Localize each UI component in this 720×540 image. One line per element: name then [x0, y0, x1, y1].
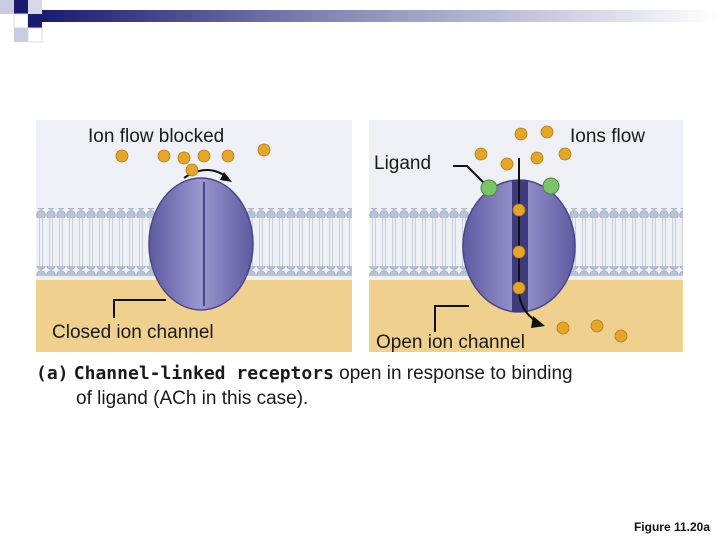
- label-open-ion-channel: Open ion channel: [376, 332, 525, 353]
- caption-line-2: of ligand (ACh in this case).: [76, 388, 309, 409]
- caption-part-label: (a): [36, 363, 69, 384]
- open-channel-illustration: [369, 120, 683, 352]
- label-ion-flow-blocked: Ion flow blocked: [88, 126, 225, 147]
- open-channel-panel: [369, 120, 683, 352]
- closed-channel-panel: [36, 120, 352, 352]
- ions-outside-closed: [115, 143, 271, 177]
- label-closed-ion-channel: Closed ion channel: [52, 322, 214, 343]
- caption-line1-rest: open in response to binding: [339, 363, 573, 384]
- label-ligand: Ligand: [374, 153, 432, 174]
- label-ions-flow: Ions flow: [570, 126, 645, 147]
- caption-bold-term: Channel-linked receptors: [73, 363, 334, 384]
- closed-channel-illustration: [36, 120, 352, 352]
- open-label-leader: [434, 305, 469, 332]
- caption-line-1: (a) Channel-linked receptors open in res…: [36, 361, 696, 386]
- ligand-molecules: [480, 177, 560, 197]
- ions-flowing: [474, 125, 628, 343]
- header-squares-graphic: [0, 0, 720, 43]
- ligand-leader: [453, 165, 488, 187]
- figure-caption: (a) Channel-linked receptors open in res…: [36, 361, 696, 411]
- figure-number: Figure 11.20a: [633, 520, 710, 534]
- closed-channel-protein: [148, 177, 254, 311]
- closed-label-leader: [113, 299, 166, 318]
